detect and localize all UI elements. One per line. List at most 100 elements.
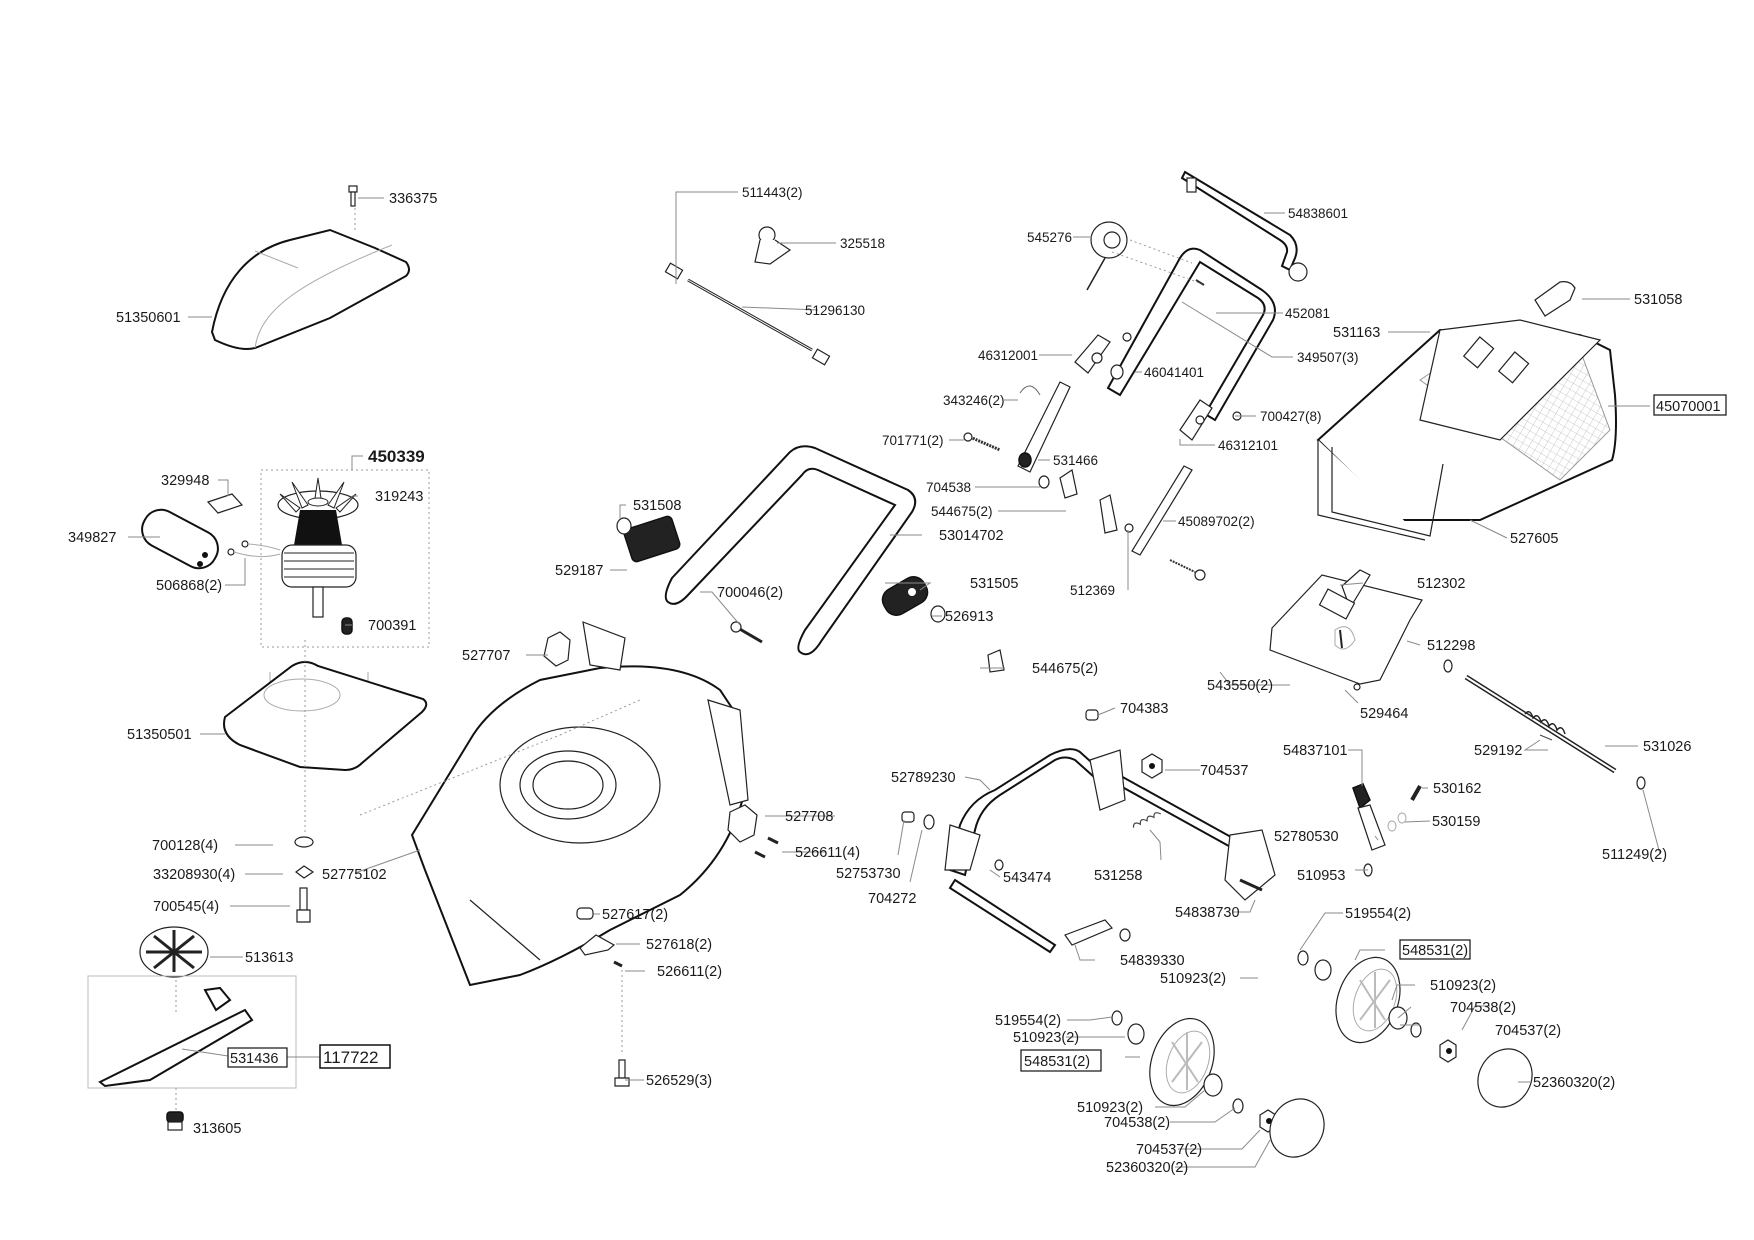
part-label[interactable]: 510953: [1297, 868, 1345, 884]
part-label[interactable]: 519554(2): [1345, 906, 1411, 922]
part-label[interactable]: 531508: [633, 498, 681, 514]
part-label[interactable]: 530162: [1433, 781, 1481, 797]
part-label[interactable]: 700128(4): [152, 838, 218, 854]
assembly-number[interactable]: 450339: [368, 447, 425, 466]
part-label[interactable]: 531026: [1643, 739, 1691, 755]
part-label[interactable]: 46041401: [1144, 365, 1204, 380]
part-label[interactable]: 704383: [1120, 701, 1168, 717]
part-label[interactable]: 529464: [1360, 706, 1408, 722]
part-label[interactable]: 52775102: [322, 867, 387, 883]
part-label[interactable]: 530159: [1432, 814, 1480, 830]
part-label[interactable]: 511249(2): [1602, 847, 1667, 863]
part-label-boxed[interactable]: 548531(2): [1402, 943, 1468, 959]
part-label[interactable]: 349827: [68, 530, 116, 546]
part-label[interactable]: 531466: [1053, 453, 1098, 468]
part-label[interactable]: 452081: [1285, 306, 1330, 321]
axle-54839330: [1064, 919, 1131, 946]
part-label[interactable]: 544675(2): [1032, 661, 1098, 677]
part-label[interactable]: 336375: [389, 191, 437, 207]
cable-51296130: [664, 262, 831, 366]
part-label[interactable]: 54838601: [1288, 206, 1348, 221]
part-label[interactable]: 544675(2): [931, 504, 993, 519]
part-label[interactable]: 325518: [840, 236, 885, 251]
part-label[interactable]: 319243: [375, 489, 423, 505]
lower-handle-53014702: [664, 445, 917, 656]
part-label[interactable]: 526529(3): [646, 1073, 712, 1089]
part-label[interactable]: 506868(2): [156, 578, 222, 594]
part-label[interactable]: 704537: [1200, 763, 1248, 779]
part-label[interactable]: 512298: [1427, 638, 1475, 654]
part-label[interactable]: 704538(2): [1450, 1000, 1516, 1016]
part-label[interactable]: 701771(2): [882, 433, 944, 448]
part-label[interactable]: 52780530: [1274, 829, 1339, 845]
part-label[interactable]: 531163: [1333, 325, 1380, 341]
front-hub-510923-inner: [1127, 1023, 1145, 1045]
part-label[interactable]: 52789230: [891, 770, 956, 786]
part-label[interactable]: 54839330: [1120, 953, 1185, 969]
part-label[interactable]: 526611(4): [795, 845, 860, 861]
part-label[interactable]: 349507(3): [1297, 350, 1359, 365]
part-label[interactable]: 510923(2): [1430, 978, 1496, 994]
part-label[interactable]: 700545(4): [153, 899, 219, 915]
part-label[interactable]: 531505: [970, 576, 1018, 592]
part-label[interactable]: 510923(2): [1160, 971, 1226, 987]
part-label[interactable]: 529192: [1474, 743, 1522, 759]
part-label[interactable]: 51296130: [805, 303, 865, 318]
part-label[interactable]: 313605: [193, 1121, 241, 1137]
part-label[interactable]: 343246(2): [943, 393, 1005, 408]
part-label[interactable]: 512302: [1417, 576, 1465, 592]
part-label[interactable]: 700391: [368, 618, 416, 634]
part-label[interactable]: 513613: [245, 950, 293, 966]
part-label[interactable]: 527617(2): [602, 907, 668, 923]
bushing-511249-top: [1443, 659, 1453, 673]
part-label[interactable]: 51350501: [127, 727, 192, 743]
part-label[interactable]: 527605: [1510, 531, 1558, 547]
part-label[interactable]: 704538(2): [1104, 1115, 1170, 1131]
part-label[interactable]: 704537(2): [1495, 1023, 1561, 1039]
part-label[interactable]: 53014702: [939, 528, 1004, 544]
front-bushing-519554: [1111, 1010, 1123, 1026]
part-label[interactable]: 545276: [1027, 230, 1072, 245]
part-label[interactable]: 700046(2): [717, 585, 783, 601]
part-label[interactable]: 704537(2): [1136, 1142, 1202, 1158]
part-label[interactable]: 46312101: [1218, 438, 1278, 453]
part-label[interactable]: 51350601: [116, 310, 181, 326]
part-label[interactable]: 519554(2): [995, 1013, 1061, 1029]
part-label[interactable]: 543474: [1003, 870, 1051, 886]
flap-rod-531026: [1464, 674, 1617, 774]
bushing-511249-bottom: [1636, 776, 1646, 790]
part-label[interactable]: 329948: [161, 473, 209, 489]
handle-screws-349507: [1111, 239, 1205, 286]
part-label[interactable]: 529187: [555, 563, 603, 579]
part-labels: 336375 51350601 511443(2) 325518 5129613…: [68, 185, 1727, 1176]
part-label[interactable]: 543550(2): [1207, 678, 1273, 694]
part-label[interactable]: 526611(2): [657, 964, 722, 980]
part-label[interactable]: 527708: [785, 809, 833, 825]
knob-531508: [616, 517, 632, 535]
part-label[interactable]: 512369: [1070, 583, 1115, 598]
part-label[interactable]: 54837101: [1283, 743, 1348, 759]
part-label[interactable]: 511443(2): [742, 185, 803, 200]
part-label-boxed[interactable]: 45070001: [1656, 399, 1721, 415]
part-label[interactable]: 527707: [462, 648, 510, 664]
part-label[interactable]: 52360320(2): [1106, 1160, 1188, 1176]
part-label[interactable]: 33208930(4): [153, 867, 235, 883]
part-label-boxed[interactable]: 117722: [323, 1048, 378, 1067]
part-label[interactable]: 704272: [868, 891, 916, 907]
part-label[interactable]: 52360320(2): [1533, 1075, 1615, 1091]
part-label[interactable]: 700427(8): [1260, 409, 1322, 424]
part-label[interactable]: 45089702(2): [1178, 514, 1255, 529]
part-label[interactable]: 52753730: [836, 866, 901, 882]
part-label[interactable]: 46312001: [978, 348, 1038, 363]
part-label[interactable]: 526913: [945, 609, 993, 625]
part-label[interactable]: 510923(2): [1013, 1030, 1079, 1046]
part-label[interactable]: 704538: [926, 480, 971, 495]
part-label[interactable]: 531258: [1094, 868, 1142, 884]
part-label[interactable]: 527618(2): [646, 937, 712, 953]
part-label[interactable]: 510923(2): [1077, 1100, 1143, 1116]
part-label[interactable]: 54838730: [1175, 905, 1240, 921]
part-label[interactable]: 531058: [1634, 292, 1682, 308]
part-label-boxed[interactable]: 548531(2): [1024, 1054, 1090, 1070]
part-label-boxed[interactable]: 531436: [230, 1051, 278, 1067]
flap-bracket-527618: [579, 934, 623, 968]
